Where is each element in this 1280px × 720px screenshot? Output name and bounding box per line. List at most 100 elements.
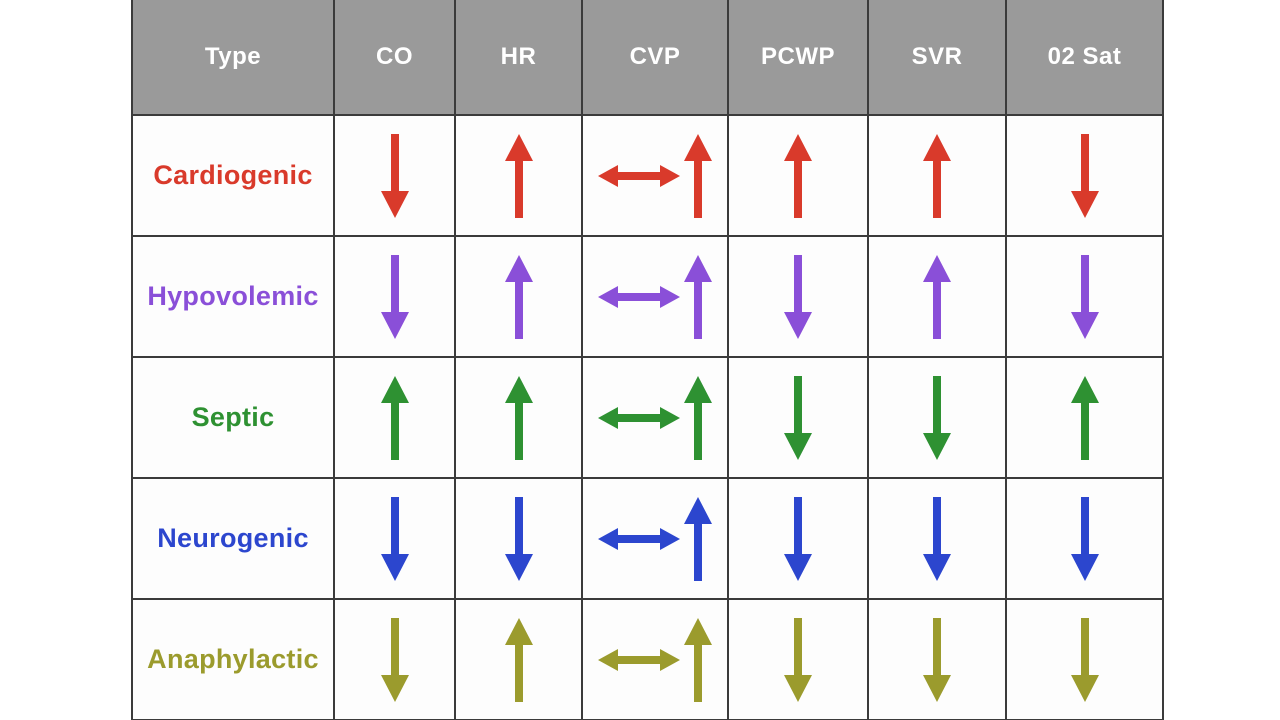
arrow-group (335, 358, 454, 477)
arrow-group (335, 116, 454, 235)
up-arrow-icon (504, 254, 533, 339)
cell-septic-hr (454, 356, 583, 479)
down-arrow-icon (1070, 617, 1099, 702)
arrow-group (456, 479, 581, 598)
cell-neurogenic-hr (454, 477, 583, 600)
down-arrow-icon (784, 496, 812, 581)
arrow-group (583, 116, 727, 235)
arrow-group (729, 358, 867, 477)
row-label-hypovolemic: Hypovolemic (131, 235, 335, 358)
arrow-group (869, 237, 1005, 356)
cell-hypovolemic-pcwp (727, 235, 869, 358)
column-header-svr: SVR (867, 0, 1007, 116)
cell-anaphylactic-02-sat (1005, 598, 1164, 720)
up-arrow-icon (683, 375, 712, 460)
cell-septic-cvp (581, 356, 729, 479)
arrow-group (456, 600, 581, 719)
cell-hypovolemic-co (333, 235, 456, 358)
arrow-group (729, 479, 867, 598)
cell-anaphylactic-pcwp (727, 598, 869, 720)
down-arrow-icon (380, 617, 409, 702)
shock-type-label: Hypovolemic (147, 281, 319, 311)
row-label-neurogenic: Neurogenic (131, 477, 335, 600)
down-arrow-icon (784, 254, 812, 339)
cell-hypovolemic-cvp (581, 235, 729, 358)
arrow-group (1007, 358, 1162, 477)
table-row-anaphylactic: Anaphylactic (131, 598, 1164, 720)
down-arrow-icon (923, 617, 951, 702)
up-arrow-icon (504, 375, 533, 460)
cell-cardiogenic-hr (454, 114, 583, 237)
row-label-anaphylactic: Anaphylactic (131, 598, 335, 720)
cell-anaphylactic-hr (454, 598, 583, 720)
arrow-group (335, 479, 454, 598)
left-right-arrow-icon (597, 527, 680, 550)
down-arrow-icon (784, 617, 812, 702)
arrow-group (583, 237, 727, 356)
cell-anaphylactic-svr (867, 598, 1007, 720)
row-label-cardiogenic: Cardiogenic (131, 114, 335, 237)
cell-anaphylactic-cvp (581, 598, 729, 720)
arrow-group (1007, 600, 1162, 719)
cell-neurogenic-cvp (581, 477, 729, 600)
left-right-arrow-icon (597, 164, 680, 187)
left-right-arrow-icon (597, 648, 680, 671)
shock-type-label: Septic (191, 402, 275, 432)
down-arrow-icon (784, 375, 812, 460)
down-arrow-icon (380, 496, 409, 581)
up-arrow-icon (380, 375, 409, 460)
up-arrow-icon (504, 133, 533, 218)
table-row-hypovolemic: Hypovolemic (131, 235, 1164, 358)
left-right-arrow-icon (597, 406, 680, 429)
column-header-co: CO (333, 0, 456, 116)
cell-anaphylactic-co (333, 598, 456, 720)
column-header-hr: HR (454, 0, 583, 116)
up-arrow-icon (504, 617, 533, 702)
cell-cardiogenic-cvp (581, 114, 729, 237)
cell-hypovolemic-02-sat (1005, 235, 1164, 358)
down-arrow-icon (504, 496, 533, 581)
down-arrow-icon (1070, 496, 1099, 581)
up-arrow-icon (683, 254, 712, 339)
up-arrow-icon (784, 133, 812, 218)
arrow-group (869, 358, 1005, 477)
arrow-group (869, 479, 1005, 598)
arrow-group (335, 237, 454, 356)
arrow-group (869, 600, 1005, 719)
cell-septic-pcwp (727, 356, 869, 479)
arrow-group (869, 116, 1005, 235)
up-arrow-icon (923, 133, 951, 218)
cell-septic-svr (867, 356, 1007, 479)
row-label-septic: Septic (131, 356, 335, 479)
down-arrow-icon (1070, 254, 1099, 339)
cell-cardiogenic-02-sat (1005, 114, 1164, 237)
arrow-group (729, 600, 867, 719)
arrow-group (456, 237, 581, 356)
arrow-group (729, 237, 867, 356)
left-right-arrow-icon (597, 285, 680, 308)
shock-type-label: Neurogenic (157, 523, 309, 553)
up-arrow-icon (683, 133, 712, 218)
cell-septic-02-sat (1005, 356, 1164, 479)
column-header-type: Type (131, 0, 335, 116)
arrow-group (583, 479, 727, 598)
column-header-cvp: CVP (581, 0, 729, 116)
table-row-septic: Septic (131, 356, 1164, 479)
cell-septic-co (333, 356, 456, 479)
table-row-cardiogenic: Cardiogenic (131, 114, 1164, 237)
cell-neurogenic-02-sat (1005, 477, 1164, 600)
up-arrow-icon (683, 496, 712, 581)
arrow-group (583, 358, 727, 477)
arrow-group (729, 116, 867, 235)
up-arrow-icon (923, 254, 951, 339)
cell-cardiogenic-svr (867, 114, 1007, 237)
arrow-group (456, 358, 581, 477)
arrow-group (1007, 237, 1162, 356)
shock-type-label: Anaphylactic (147, 644, 319, 674)
down-arrow-icon (380, 133, 409, 218)
down-arrow-icon (380, 254, 409, 339)
table-row-neurogenic: Neurogenic (131, 477, 1164, 600)
up-arrow-icon (683, 617, 712, 702)
